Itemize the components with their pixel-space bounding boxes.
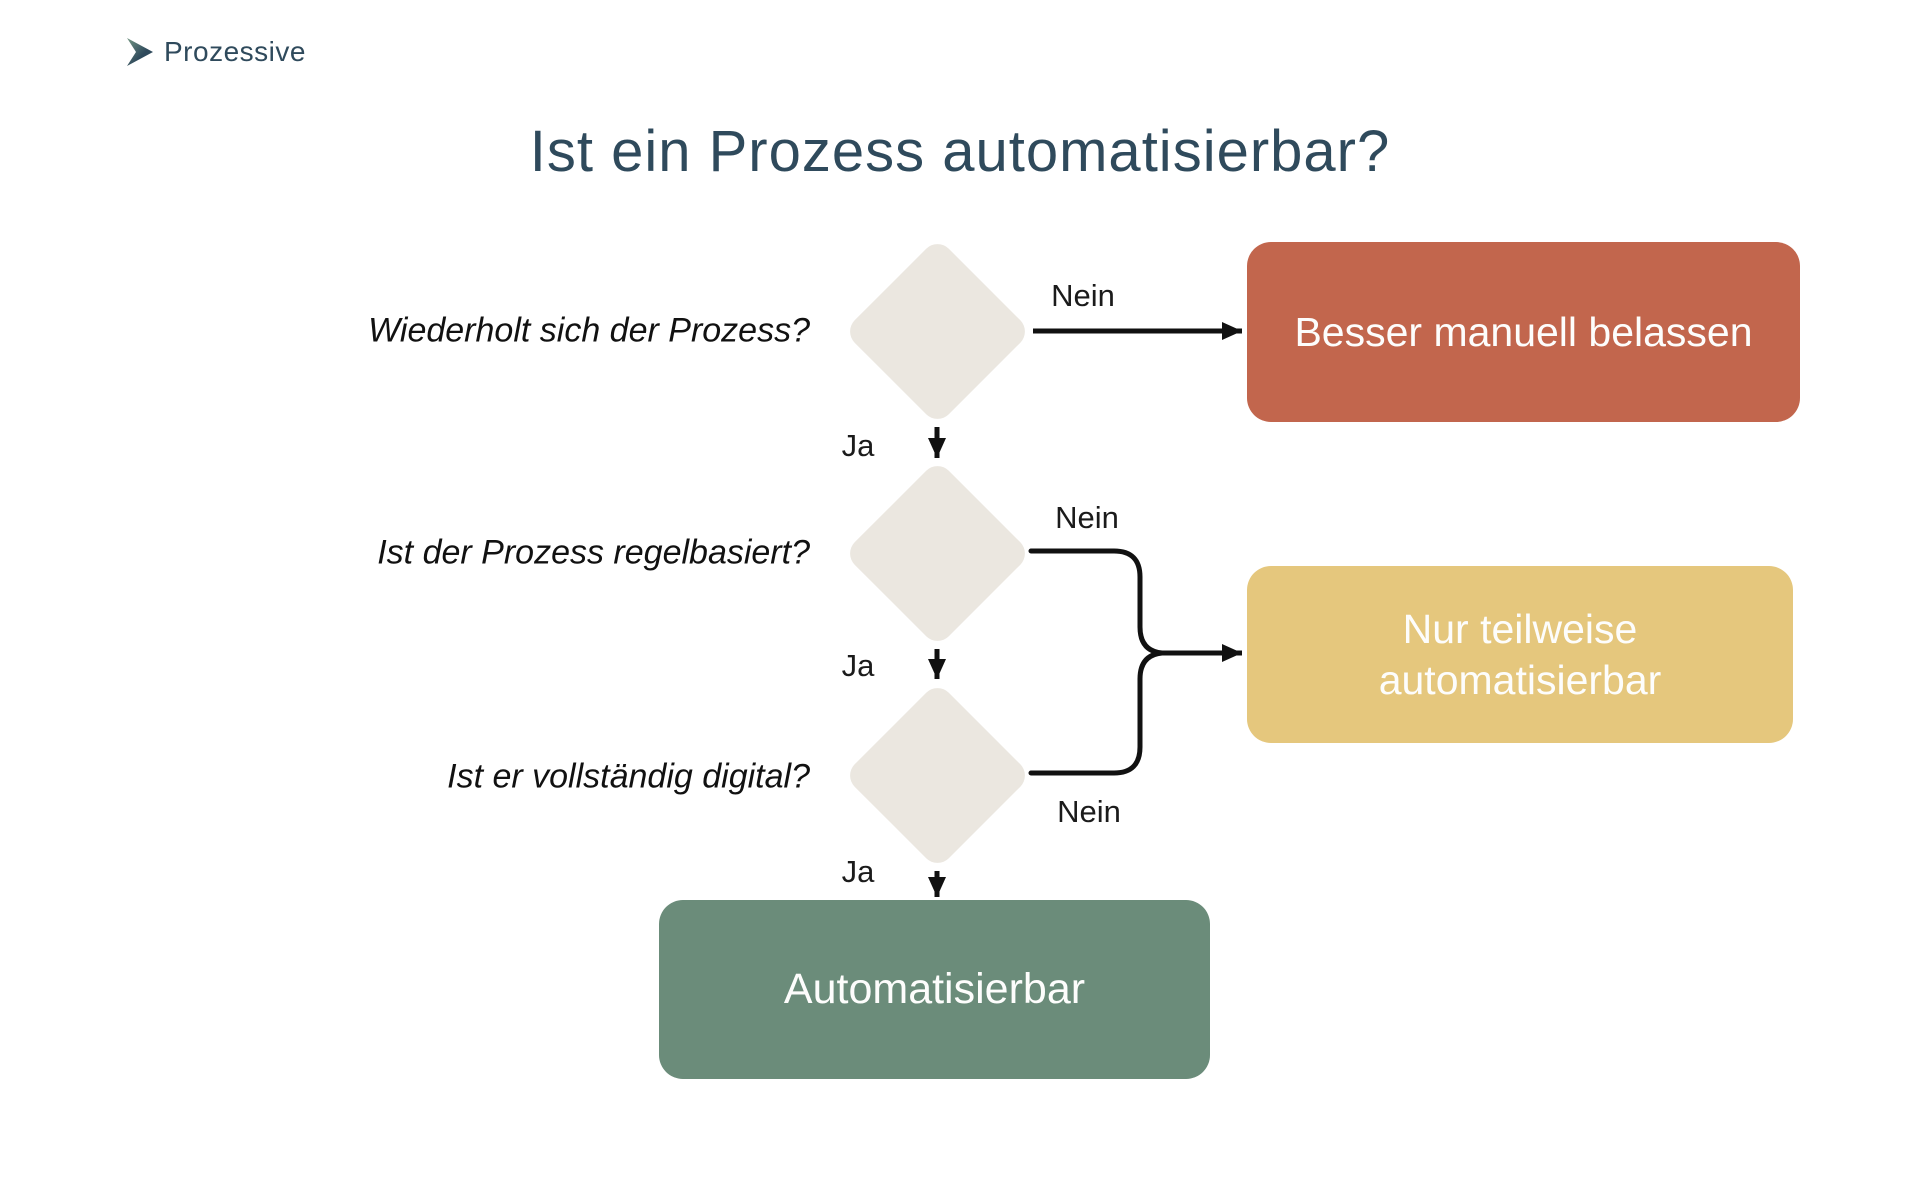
chevron-icon <box>127 38 153 66</box>
brand-name: Prozessive <box>164 36 306 67</box>
outcome-manual: Besser manuell belassen <box>1247 242 1800 422</box>
outcome-partial-label: Nur teilweise automatisierbar <box>1378 606 1662 703</box>
nein-label: Nein <box>1051 278 1115 313</box>
outcome-auto-label: Automatisierbar <box>783 965 1086 1014</box>
brand-logo: Prozessive <box>122 36 306 68</box>
nein-label: Nein <box>1057 794 1121 829</box>
nein-label: Nein <box>1055 500 1119 535</box>
brace-bottom <box>1028 650 1165 776</box>
brace-top <box>1028 548 1165 656</box>
ja-label: Ja <box>841 428 875 463</box>
outcome-partial: Nur teilweise automatisierbar <box>1247 566 1793 743</box>
ja-label: Ja <box>841 854 875 889</box>
question-label-3: Ist er vollständig digital? <box>447 757 810 796</box>
page-title: Ist ein Prozess automatisierbar? <box>529 119 1391 184</box>
ja-label: Ja <box>841 648 875 683</box>
outcome-manual-label: Besser manuell belassen <box>1294 308 1753 355</box>
outcome-auto: Automatisierbar <box>659 900 1210 1079</box>
question-label-1: Wiederholt sich der Prozess? <box>368 311 810 350</box>
question-label-2: Ist der Prozess regelbasiert? <box>377 533 810 572</box>
